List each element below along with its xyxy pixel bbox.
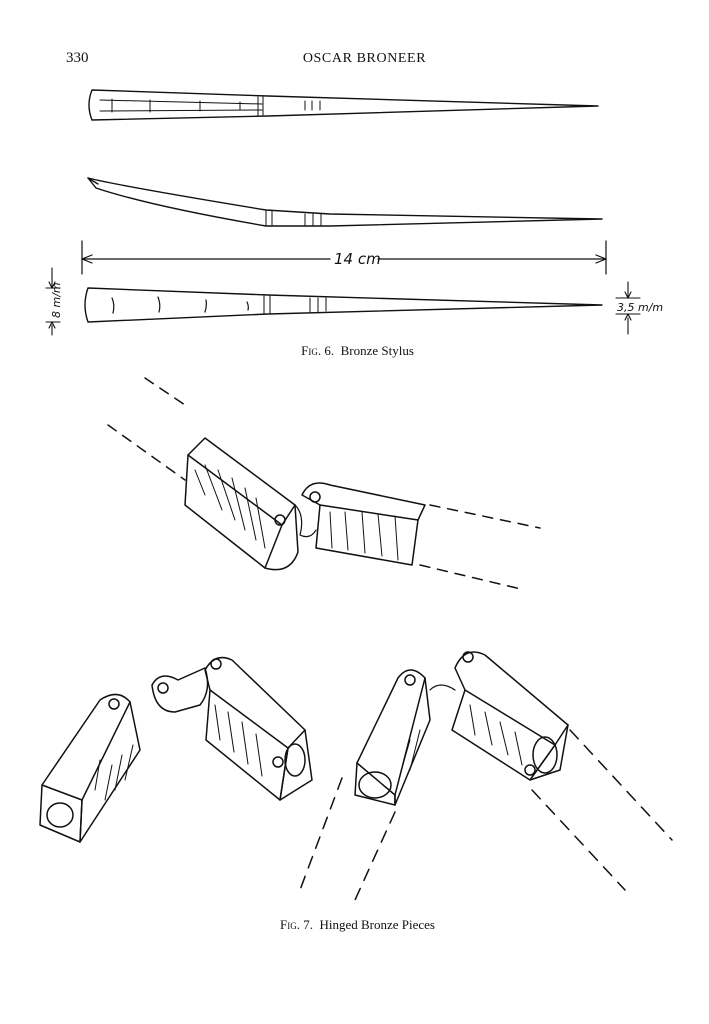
- figure-6-caption-text: Bronze Stylus: [340, 343, 414, 358]
- figure-7-caption-text: Hinged Bronze Pieces: [319, 917, 435, 932]
- stylus-side-view: [87, 177, 603, 227]
- figure-7-caption: Fig. 7. Hinged Bronze Pieces: [0, 917, 709, 933]
- running-head: OSCAR BRONEER: [302, 51, 427, 66]
- length-dimension: [81, 240, 607, 275]
- width-dimension: [45, 267, 61, 336]
- length-label: 14 cm: [334, 250, 381, 268]
- hinged-pieces-bottom-left: [39, 656, 313, 843]
- figure-6-caption: Fig. 6. Bronze Stylus: [0, 343, 709, 359]
- stylus-top-view: [88, 89, 599, 121]
- width-label: 8 m/m: [50, 282, 63, 318]
- figure-7-label: Fig. 7.: [279, 917, 313, 932]
- hinged-pieces-bottom-right: [299, 651, 673, 901]
- tip-label: 3,5 m/m: [617, 301, 663, 314]
- hinged-pieces-top: [107, 377, 541, 591]
- page-number: 330: [66, 50, 89, 66]
- figure-6-label: Fig. 6.: [301, 343, 335, 358]
- tip-dimension: [615, 281, 641, 335]
- stylus-front-view: [84, 287, 603, 323]
